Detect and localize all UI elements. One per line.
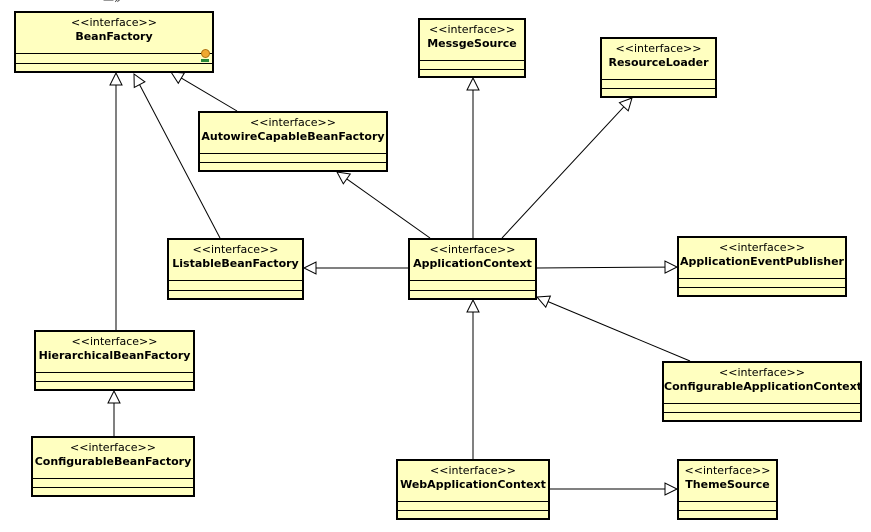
edge-appctx-to-resourceloader-line [501, 106, 625, 239]
edge-appctx-to-autowire-line [346, 178, 431, 239]
stereotype-label: <<interface>> [430, 464, 516, 477]
class-name: ApplicationContext [413, 257, 532, 270]
interface-listablebeanfactory[interactable]: <<interface>> ListableBeanFactory [167, 238, 304, 300]
interface-configurableapplicationcontext[interactable]: <<interface>> ConfigurableApplicationCon… [662, 361, 862, 422]
class-name: ResourceLoader [608, 56, 709, 69]
compartment-divider [420, 69, 524, 70]
class-name: ApplicationEventPublisher [680, 255, 844, 268]
edge-appctx-to-listable-arrowhead [302, 261, 317, 275]
status-bar-icon [201, 59, 209, 62]
interface-resourceloader[interactable]: <<interface>> ResourceLoader [600, 37, 717, 98]
interface-beanfactory[interactable]: <<interface>> BeanFactory [14, 11, 214, 73]
class-name: WebApplicationContext [400, 478, 546, 491]
stereotype-label: <<interface>> [615, 42, 702, 55]
edge-webappctx-to-themesource-arrowhead [664, 482, 679, 496]
stereotype-label: <<interface>> [429, 243, 516, 256]
edge-appctx-to-eventpublisher-arrowhead [664, 260, 679, 274]
edge-autowire-to-beanfactory-arrowhead [170, 71, 186, 85]
compartment-divider [679, 510, 776, 511]
class-name: ListableBeanFactory [172, 257, 299, 270]
edge-appctx-to-eventpublisher-line [536, 266, 666, 269]
top-arrow-marker: —» [103, 0, 121, 6]
compartment-divider [679, 287, 845, 288]
edge-webappctx-to-appctx-arrowhead [466, 298, 480, 313]
interface-applicationcontext[interactable]: <<interface>> ApplicationContext [408, 238, 537, 300]
class-name: ConfigurableApplicationContext [664, 380, 862, 393]
interface-themesource[interactable]: <<interface>> ThemeSource [677, 459, 778, 520]
edge-listable-to-beanfactory-arrowhead [133, 73, 146, 89]
stereotype-label: <<interface>> [250, 116, 336, 129]
compartment-divider [169, 290, 302, 291]
compartment-divider [664, 412, 860, 413]
stereotype-label: <<interface>> [719, 366, 805, 379]
stereotype-label: <<interface>> [192, 243, 279, 256]
edge-listable-to-beanfactory-line [139, 84, 221, 239]
class-name: BeanFactory [75, 30, 153, 43]
edge-appctx-to-resourceloader-arrowhead [618, 97, 633, 112]
compartment-divider [602, 88, 715, 89]
stereotype-label: <<interface>> [70, 441, 156, 454]
edge-configurable-to-hierarchical-arrowhead [107, 389, 121, 404]
stereotype-label: <<interface>> [719, 241, 805, 254]
interface-configurablebeanfactory[interactable]: <<interface>> ConfigurableBeanFactory [31, 436, 195, 497]
interface-webapplicationcontext[interactable]: <<interface>> WebApplicationContext [396, 459, 550, 520]
edge-hierarchical-to-beanfactory-arrowhead [109, 71, 123, 86]
stereotype-label: <<interface>> [429, 23, 515, 36]
edge-configurableappctx-to-appctx-arrowhead [535, 295, 552, 309]
edge-appctx-to-messgesource-arrowhead [466, 76, 480, 91]
compartment-divider [16, 63, 212, 64]
compartment-divider [200, 162, 386, 163]
warning-dot-icon [201, 49, 210, 58]
interface-applicationeventpublisher[interactable]: <<interface>> ApplicationEventPublisher [677, 236, 847, 297]
stereotype-label: <<interface>> [684, 464, 771, 477]
compartment-divider [33, 487, 193, 488]
stereotype-label: <<interface>> [71, 335, 158, 348]
interface-messgesource[interactable]: <<interface>> MessgeSource [418, 18, 526, 78]
interface-autowirecapablebeanfactory[interactable]: <<interface>> AutowireCapableBeanFactory [198, 111, 388, 172]
class-name: AutowireCapableBeanFactory [201, 130, 385, 143]
class-name: ThemeSource [685, 478, 770, 491]
edge-configurableappctx-to-appctx-line [547, 301, 691, 362]
compartment-divider [398, 510, 548, 511]
compartment-divider [410, 290, 535, 291]
class-name: MessgeSource [427, 37, 517, 50]
interface-hierarchicalbeanfactory[interactable]: <<interface>> HierarchicalBeanFactory [34, 330, 195, 391]
stereotype-label: <<interface>> [71, 16, 157, 29]
compartment-divider [36, 381, 193, 382]
class-name: ConfigurableBeanFactory [34, 455, 192, 468]
edge-appctx-to-autowire-arrowhead [336, 171, 352, 185]
class-name: HierarchicalBeanFactory [38, 349, 191, 362]
edge-autowire-to-beanfactory-line [181, 77, 238, 112]
